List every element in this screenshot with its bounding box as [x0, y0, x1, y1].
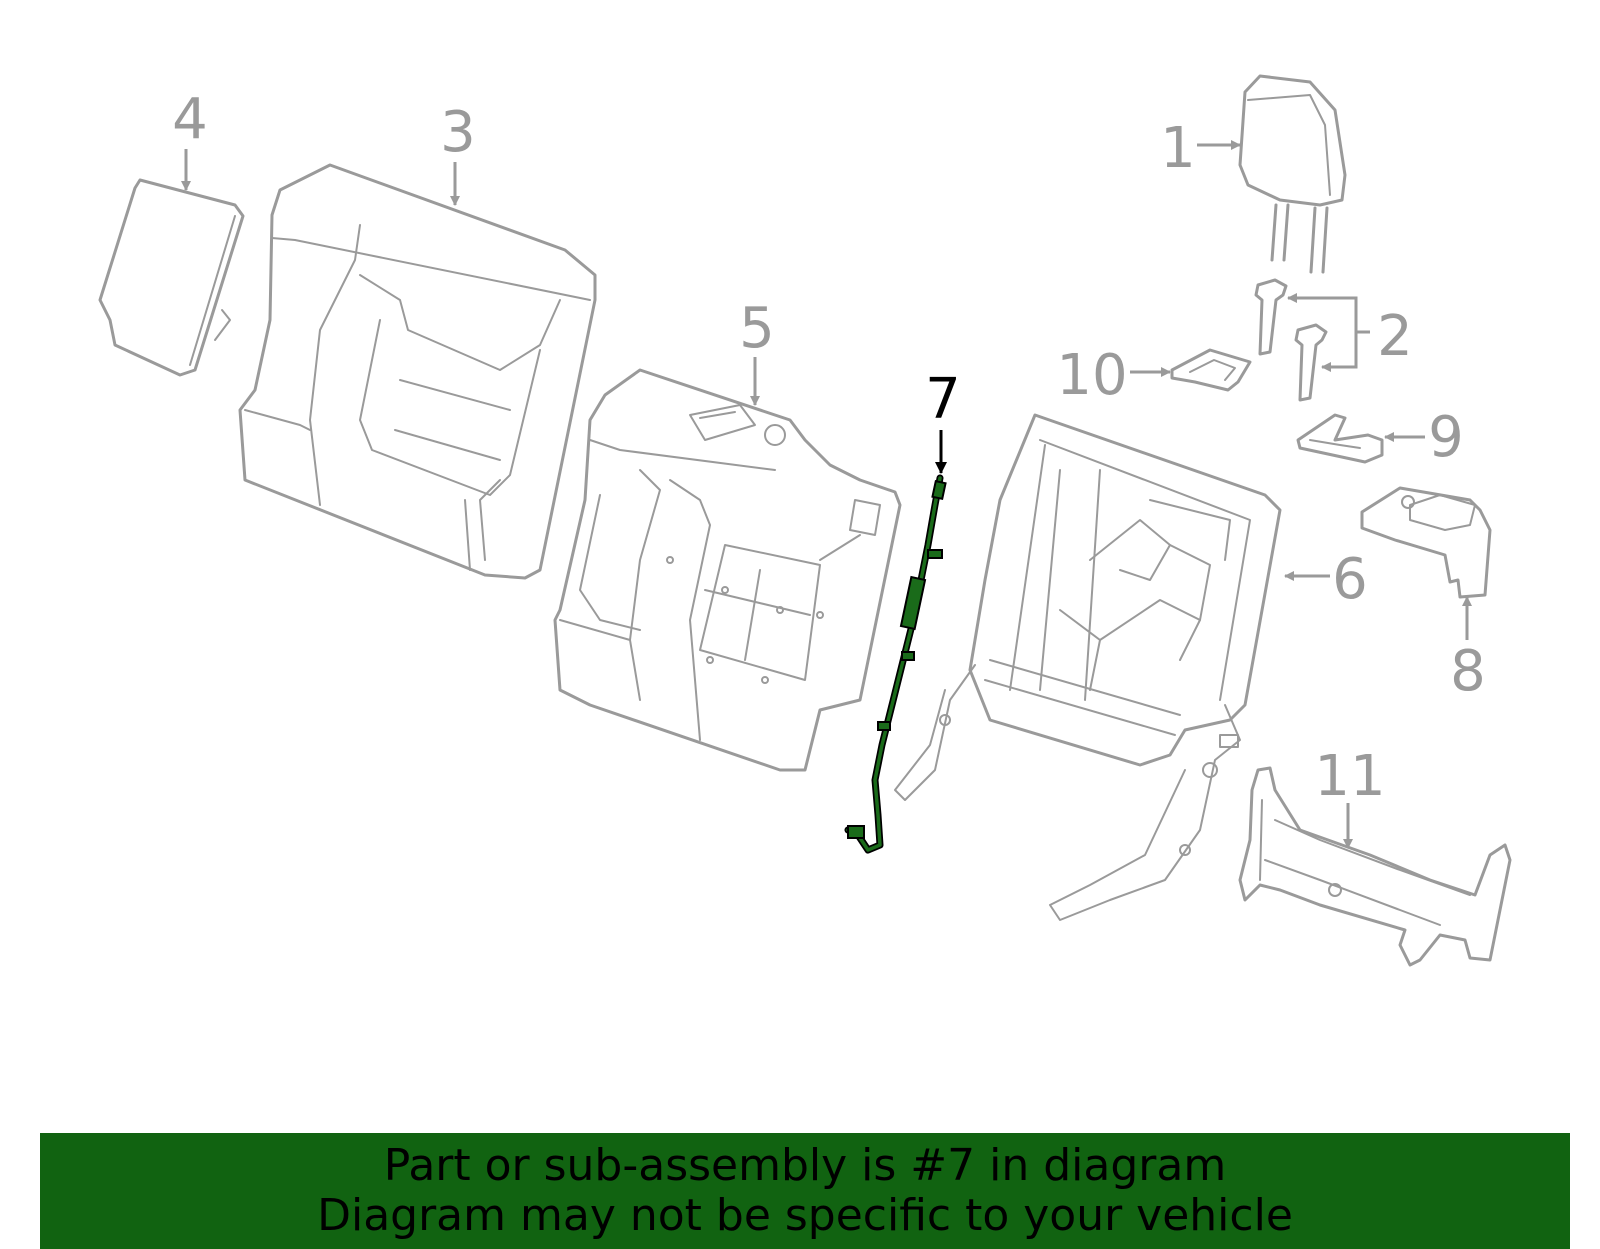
- parts-diagram: 4 3 5 7 1 2 10 9 6 8 11: [98, 74, 1512, 967]
- info-banner: Part or sub-assembly is #7 in diagram Di…: [40, 1133, 1570, 1249]
- callout-5: 5: [739, 296, 775, 361]
- banner-line-part: Part or sub-assembly is #7 in diagram: [383, 1140, 1227, 1191]
- callout-2: 2: [1377, 304, 1413, 369]
- part-8-latch-bracket[interactable]: [1360, 486, 1492, 599]
- leader-lines: [181, 140, 1472, 849]
- leader-2a: [1287, 293, 1370, 334]
- callout-1: 1: [1160, 116, 1196, 181]
- callout-10: 10: [1056, 343, 1127, 408]
- callout-8: 8: [1450, 639, 1486, 704]
- part-11-hinge-bar[interactable]: [1238, 766, 1512, 967]
- callout-4: 4: [172, 87, 208, 152]
- callout-9: 9: [1428, 405, 1464, 470]
- leader-2b: [1321, 332, 1358, 372]
- part-5-seatback-panel[interactable]: [553, 368, 902, 772]
- callout-6: 6: [1332, 547, 1368, 612]
- callout-11: 11: [1314, 744, 1385, 809]
- part-6-seatback-frame[interactable]: [894, 413, 1282, 921]
- callout-7: 7: [925, 367, 961, 432]
- part-7-cable-highlighted[interactable]: [844, 474, 947, 854]
- part-9-bracket-clip[interactable]: [1296, 413, 1384, 464]
- part-4-bolster-pad[interactable]: [98, 178, 245, 377]
- callout-3: 3: [440, 100, 476, 165]
- part-3-seatback-cushion[interactable]: [238, 163, 597, 580]
- part-10-cover-plate[interactable]: [1170, 348, 1252, 392]
- banner-line-disclaimer: Diagram may not be specific to your vehi…: [317, 1190, 1293, 1241]
- callout-numbers: 4 3 5 7 1 2 10 9 6 8 11: [172, 87, 1486, 809]
- part-1-headrest[interactable]: [1238, 74, 1347, 274]
- part-2-headrest-guides[interactable]: [1254, 278, 1328, 402]
